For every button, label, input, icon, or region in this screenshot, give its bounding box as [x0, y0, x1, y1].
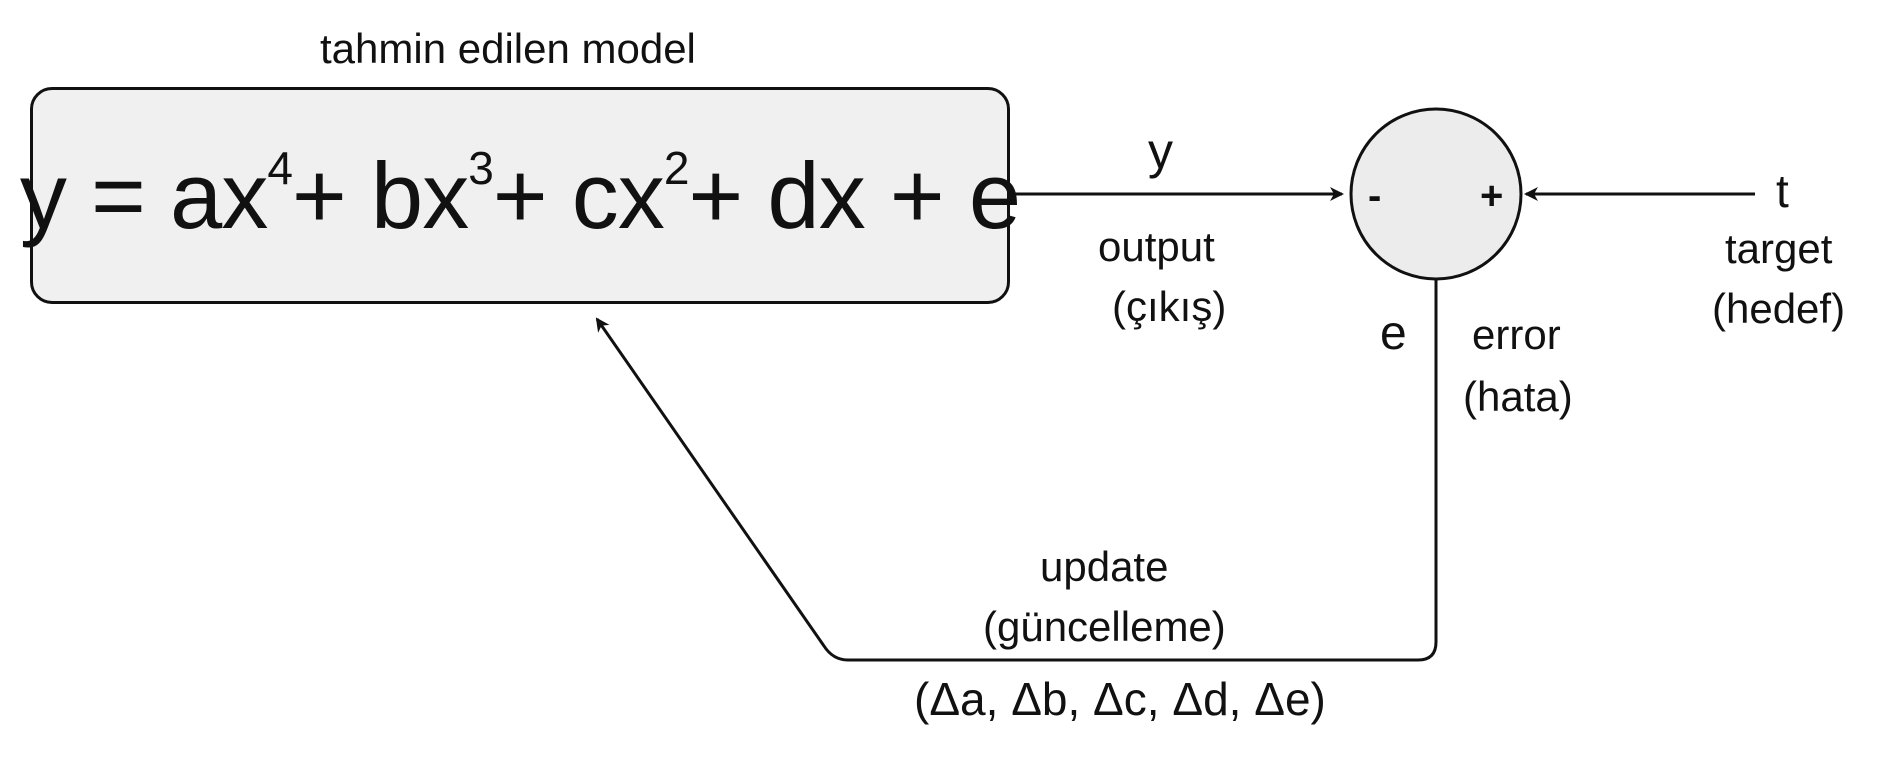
model-box: y = ax4+ bx3+ cx2+ dx + e: [20, 87, 1021, 304]
output-label-tr: (çıkış): [1112, 283, 1227, 330]
model-equation: y = ax4+ bx3+ cx2+ dx + e: [20, 145, 1021, 243]
equation-exp-3: 2: [663, 141, 690, 194]
update-deltas: (Δa, Δb, Δc, Δd, Δe): [914, 673, 1326, 725]
feedback-arrow: [595, 279, 1438, 662]
minus-sign: -: [1368, 174, 1382, 218]
update-label-tr: (güncelleme): [983, 603, 1226, 650]
output-symbol: y: [1148, 123, 1173, 179]
equation-exp-2: 3: [468, 141, 494, 194]
error-label: error: [1472, 311, 1561, 358]
error-symbol: e: [1380, 307, 1407, 360]
update-label: update: [1040, 543, 1169, 590]
equation-term-lhs: y = a: [19, 142, 222, 248]
model-caption: tahmin edilen model: [320, 25, 696, 72]
equation-exp-1: 4: [267, 141, 293, 194]
output-label: output: [1098, 223, 1215, 270]
equation-term-3: + c: [492, 142, 619, 248]
equation-var-2: x: [422, 142, 469, 248]
target-label: target: [1725, 225, 1833, 272]
equation-term-4: + dx + e: [688, 142, 1021, 248]
equation-var-1: x: [221, 142, 268, 248]
target-label-tr: (hedef): [1712, 285, 1846, 332]
error-label-tr: (hata): [1463, 373, 1573, 420]
equation-var-3: x: [617, 142, 665, 248]
target-symbol: t: [1776, 165, 1789, 217]
equation-term-2: + b: [291, 142, 423, 248]
plus-sign: +: [1480, 174, 1504, 218]
